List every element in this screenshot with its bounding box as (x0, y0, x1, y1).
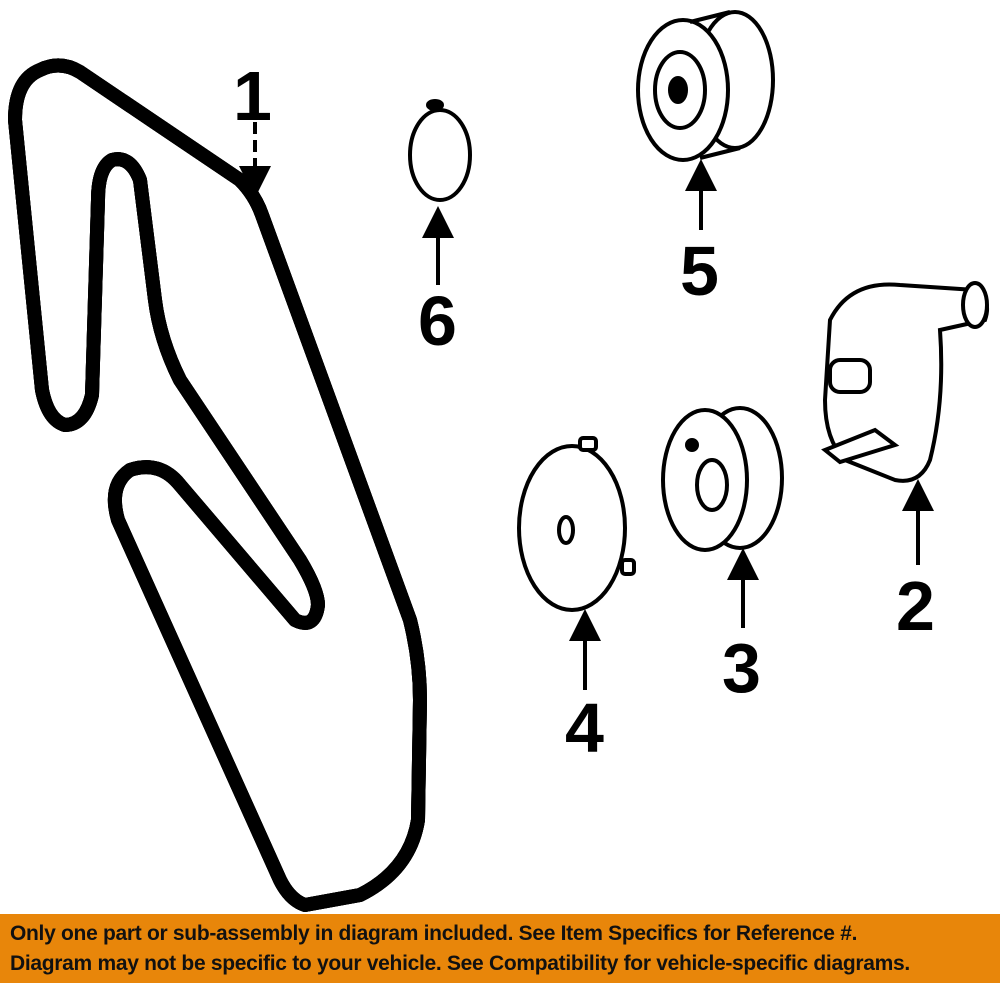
svg-text:6: 6 (418, 282, 457, 360)
callout-5: 5 (680, 159, 719, 310)
svg-text:3: 3 (722, 629, 761, 707)
svg-text:4: 4 (565, 689, 604, 767)
disclaimer-banner: Only one part or sub-assembly in diagram… (0, 914, 1000, 983)
svg-text:5: 5 (680, 232, 719, 310)
parts-diagram: 1 6 5 2 3 4 (8, 10, 989, 914)
callout-1: 1 (233, 57, 272, 198)
serpentine-belt (8, 65, 427, 905)
callout-4: 4 (565, 609, 604, 767)
callout-3: 3 (722, 548, 761, 707)
part-6-cap (408, 99, 472, 202)
disclaimer-line-1: Only one part or sub-assembly in diagram… (10, 921, 858, 945)
svg-text:1: 1 (233, 57, 272, 135)
callout-2: 2 (896, 479, 935, 645)
part-3-pulley (661, 406, 784, 552)
disclaimer-line-2: Diagram may not be specific to your vehi… (10, 951, 910, 975)
callout-6: 6 (418, 206, 457, 360)
part-2-tensioner (821, 281, 989, 483)
svg-text:2: 2 (896, 567, 935, 645)
part-4-plate (517, 436, 636, 612)
part-5-idler-pulley (636, 10, 775, 162)
